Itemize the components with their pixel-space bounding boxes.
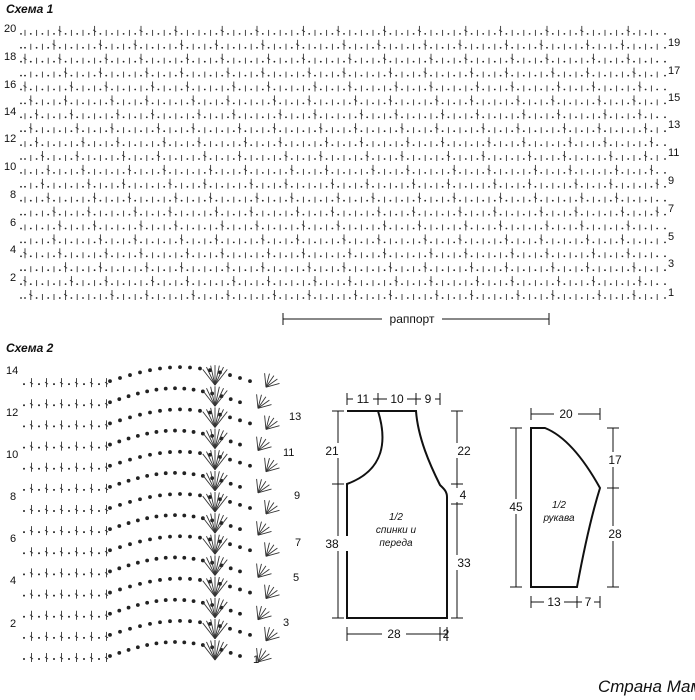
scheme2-right-row-numbers: 13 11 9 7 5 3 1 — [253, 411, 301, 666]
row-number: 5 — [668, 231, 674, 243]
scheme1-stitch-grid — [20, 25, 666, 300]
scheme2-title: Схема 2 — [6, 341, 54, 355]
row-number: 15 — [668, 92, 680, 104]
row-number: 16 — [4, 79, 16, 91]
scheme2-stitch-chart — [23, 365, 280, 663]
row-number: 10 — [6, 449, 18, 461]
sleeve-pattern-outline — [530, 427, 602, 588]
row-number: 11 — [668, 147, 679, 159]
sleeve-label-line2: рукава — [542, 513, 575, 524]
body-right-lower-dim: 33 — [457, 556, 471, 570]
row-number: 13 — [668, 119, 680, 131]
row-number: 3 — [283, 617, 289, 629]
watermark: Страна Мам — [598, 677, 695, 696]
row-number: 1 — [668, 287, 674, 299]
sleeve-top-dim: 20 — [559, 407, 573, 421]
body-top-mid-dim: 10 — [390, 392, 404, 406]
sleeve-bottom-right-dim: 7 — [585, 595, 592, 609]
row-number: 12 — [6, 407, 18, 419]
row-number: 20 — [4, 23, 16, 35]
row-number: 2 — [10, 272, 16, 284]
row-number: 3 — [668, 258, 674, 270]
row-number: 7 — [668, 203, 674, 215]
row-number: 8 — [10, 491, 16, 503]
sleeve-right-upper-dim: 17 — [608, 453, 622, 467]
row-number: 4 — [10, 575, 16, 587]
body-pattern: 11 10 9 21 38 22 4 33 28 2 1/2 спинки и — [324, 392, 476, 641]
row-number: 19 — [668, 37, 680, 49]
body-left-upper-dim: 21 — [325, 444, 339, 458]
scheme1-right-row-numbers: 19 17 15 13 11 9 7 5 3 1 — [668, 37, 680, 299]
sleeve-pattern: 20 45 17 28 13 7 1/2 рукава — [504, 407, 630, 609]
body-pattern-outline — [346, 410, 448, 619]
body-top-left-dim: 11 — [357, 392, 370, 406]
row-number: 12 — [4, 133, 16, 145]
row-number: 13 — [289, 411, 301, 423]
row-number: 5 — [293, 572, 299, 584]
row-number: 11 — [283, 447, 294, 459]
body-left-lower-dim: 38 — [325, 537, 339, 551]
row-number: 6 — [10, 533, 16, 545]
body-right-upper-dim: 22 — [457, 444, 471, 458]
row-number: 14 — [4, 106, 16, 118]
sleeve-label-line1: 1/2 — [552, 500, 566, 511]
row-number: 2 — [10, 618, 16, 630]
body-label-line2: спинки и — [376, 525, 417, 536]
row-number: 17 — [668, 65, 680, 77]
row-number: 6 — [10, 217, 16, 229]
scheme2-left-row-numbers: 14 12 10 8 6 4 2 — [6, 365, 18, 630]
row-number: 1 — [253, 654, 259, 666]
repeat-label: раппорт — [390, 312, 435, 326]
row-number: 4 — [10, 244, 16, 256]
body-top-right-dim: 9 — [425, 392, 432, 406]
row-number: 14 — [6, 365, 18, 377]
body-bottom-dim: 28 — [387, 627, 401, 641]
row-number: 7 — [295, 537, 301, 549]
row-number: 9 — [668, 175, 674, 187]
body-label-line1: 1/2 — [389, 512, 403, 523]
sleeve-left-dim: 45 — [509, 500, 523, 514]
row-number: 8 — [10, 189, 16, 201]
row-number: 9 — [294, 490, 300, 502]
body-label-line3: переда — [379, 538, 413, 549]
scheme1-title: Схема 1 — [6, 2, 54, 16]
scheme1-left-row-numbers: 20 18 16 14 12 10 8 6 4 2 — [4, 23, 16, 284]
body-right-mid-dim: 4 — [460, 488, 467, 502]
body-bottom-small-dim: 2 — [443, 627, 450, 641]
sleeve-right-lower-dim: 28 — [608, 527, 622, 541]
row-number: 10 — [4, 161, 16, 173]
repeat-bracket: раппорт — [282, 312, 550, 326]
row-number: 18 — [4, 51, 16, 63]
sleeve-bottom-left-dim: 13 — [547, 595, 561, 609]
